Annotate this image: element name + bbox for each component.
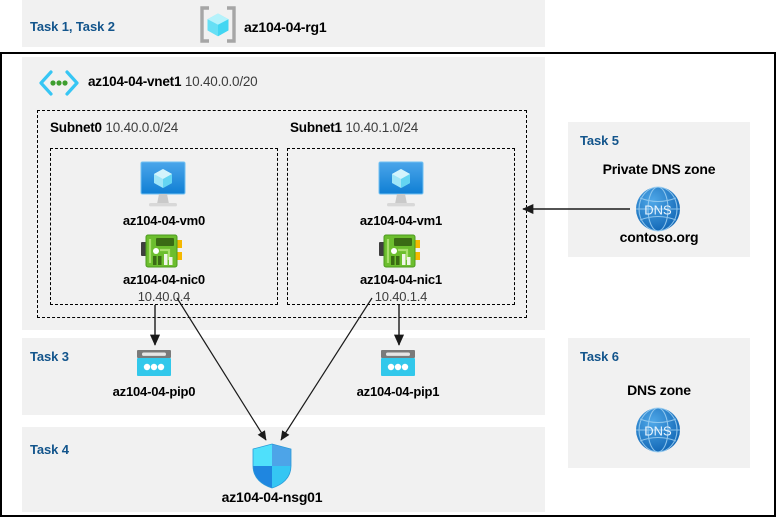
dns-zone-icon: DNS [633,405,683,455]
resource-group-panel [22,0,545,47]
task-label-nsg: Task 4 [30,442,69,457]
pip0-name: az104-04-pip0 [112,384,196,399]
subnet0-name: Subnet0 [50,120,102,135]
resource-group-icon [198,6,238,43]
nic1-name: az104-04-nic1 [360,272,442,287]
network-security-group-icon [249,442,295,490]
vnet-cidr: 10.40.0.0/20 [184,74,258,89]
vnet-panel [22,57,545,330]
vm1-name: az104-04-vm1 [359,213,443,228]
public-dns-heading: DNS zone [627,382,691,398]
subnet0-heading: Subnet0 10.40.0.0/24 [50,120,178,135]
network-interface-icon [136,230,188,272]
subnet1-name: Subnet1 [290,120,342,135]
nic0-name: az104-04-nic0 [123,272,205,287]
subnet1-cidr: 10.40.1.0/24 [345,120,419,135]
virtual-machine-icon [371,160,431,210]
network-interface-icon [374,230,426,272]
virtual-machine-icon [133,160,193,210]
public-ip-icon [378,348,418,380]
dns-icon-text: DNS [644,203,672,218]
subnet0-cidr: 10.40.0.0/24 [105,120,179,135]
resource-group-name: az104-04-rg1 [244,19,327,35]
private-dns-heading: Private DNS zone [602,161,716,177]
nsg-name: az104-04-nsg01 [221,489,323,505]
public-ip-panel [22,338,545,415]
dns-icon-text: DNS [644,424,672,439]
vm0-name: az104-04-vm0 [122,213,206,228]
private-dns-name: contoso.org [619,229,699,245]
task-label-private-dns: Task 5 [580,133,619,148]
subnet1-heading: Subnet1 10.40.1.0/24 [290,120,418,135]
subnet1-box [287,148,515,305]
subnet0-box [50,148,278,305]
task-label-public-dns: Task 6 [580,349,619,364]
task-label-public-ip: Task 3 [30,349,69,364]
nic0-ip: 10.40.0.4 [137,289,191,304]
dns-zone-icon: DNS [633,184,683,234]
vnet-name: az104-04-vnet1 [88,74,182,89]
resource-group-boundary [0,52,776,517]
vnet-heading: az104-04-vnet1 10.40.0.0/20 [88,74,258,89]
virtual-network-icon [38,70,80,96]
task-label-resource-group: Task 1, Task 2 [30,19,115,34]
pip1-name: az104-04-pip1 [356,384,440,399]
public-ip-icon [134,348,174,380]
nic1-ip: 10.40.1.4 [374,289,428,304]
